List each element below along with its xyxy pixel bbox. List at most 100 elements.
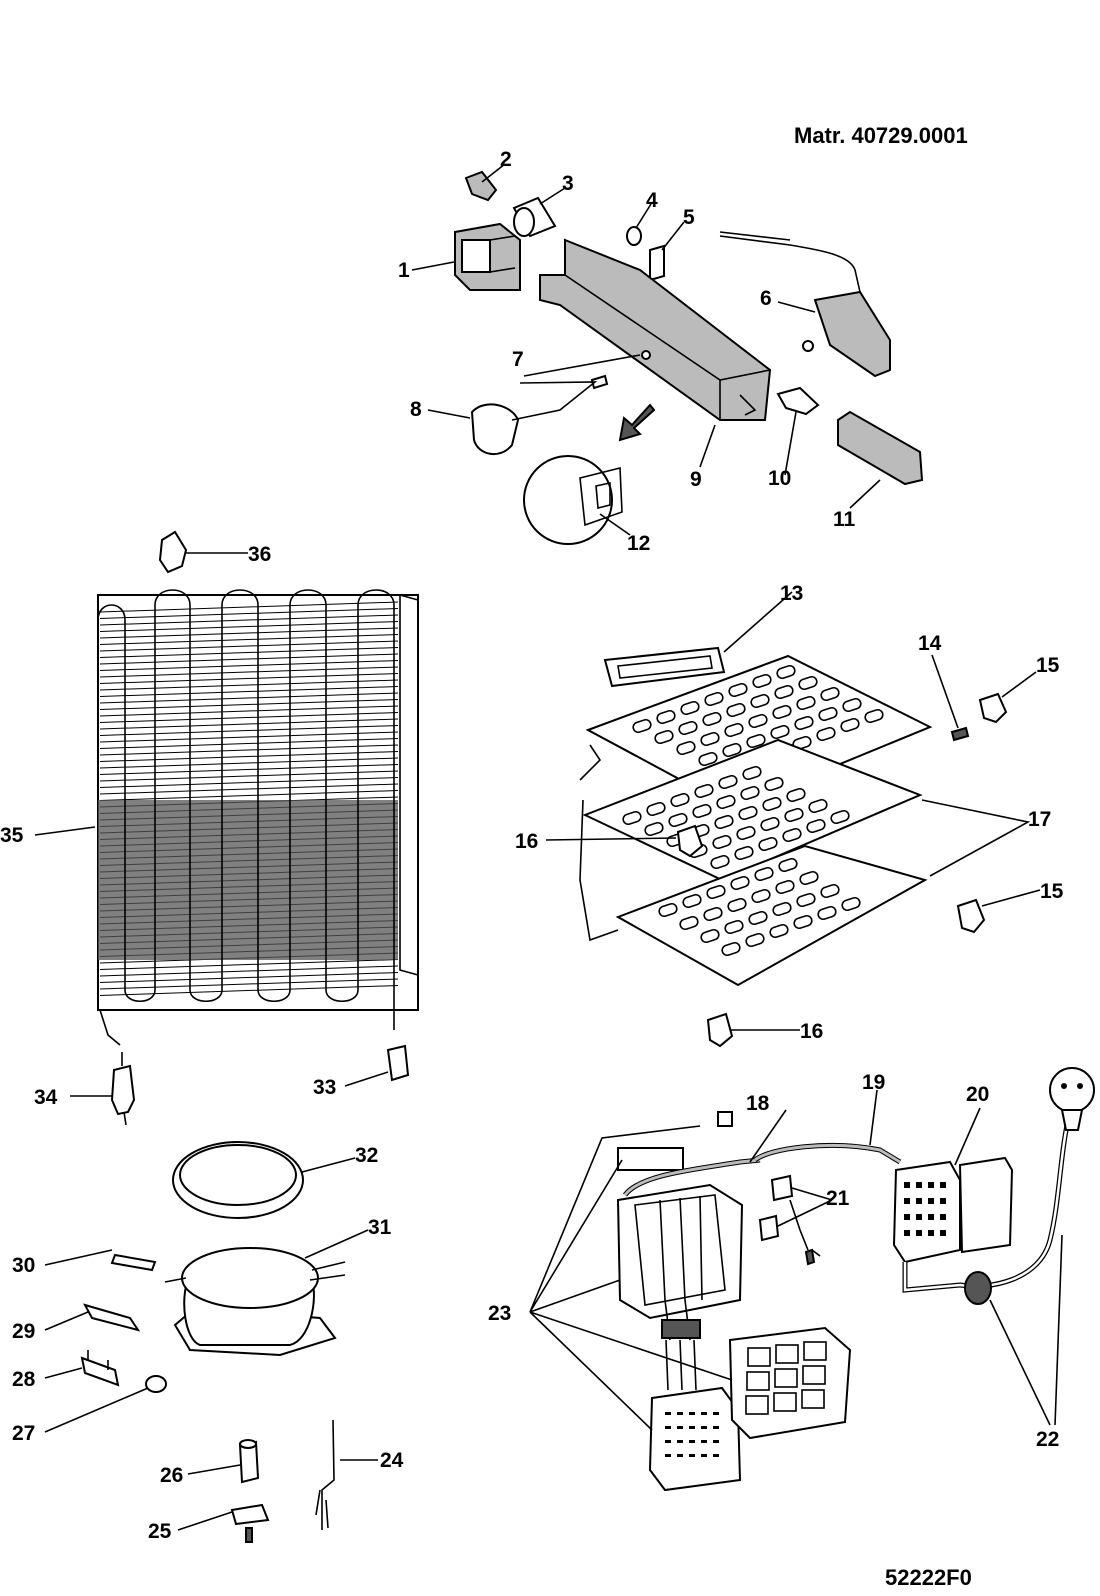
part-34-dryer-filter	[110, 1052, 136, 1126]
shelf-hole	[710, 854, 730, 870]
label-31: 31	[368, 1216, 392, 1239]
shelf-hole	[774, 684, 794, 700]
material-number: Matr. 40729.0001	[794, 123, 968, 148]
label-27: 27	[12, 1422, 35, 1445]
shelf-hole	[746, 733, 766, 749]
label-16-left: 16	[515, 830, 538, 853]
pcb-contact	[701, 1454, 707, 1457]
shelf-hole	[703, 906, 723, 922]
shelf-hole	[730, 875, 750, 891]
shelf-hole	[796, 695, 816, 711]
shelf-hole	[786, 787, 806, 803]
condenser-wire	[99, 705, 399, 717]
part-23-thermostat-assembly	[616, 1111, 744, 1492]
part-32-ring-support	[172, 1141, 304, 1219]
condenser-wire	[99, 972, 399, 983]
shelf-hole	[748, 910, 768, 926]
relay-contact	[928, 1198, 934, 1204]
condenser-wire	[99, 608, 399, 619]
part-25-mount-plate	[230, 1503, 270, 1543]
relay-contact	[940, 1182, 946, 1188]
label-24: 24	[380, 1449, 404, 1472]
shelf-hole	[721, 941, 741, 957]
part-16-support-clip-top	[676, 824, 704, 858]
label-29: 29	[12, 1320, 35, 1343]
shelf-hole	[700, 731, 720, 747]
part-14-screw	[950, 726, 970, 742]
pcb-contact	[689, 1440, 695, 1443]
shelf-hole	[704, 691, 724, 707]
part-20-relay-box	[892, 1156, 1014, 1264]
shelf-hole	[772, 704, 792, 720]
label-18: 18	[746, 1092, 770, 1115]
part-29-clip	[82, 1303, 141, 1332]
shelf-hole	[820, 883, 840, 899]
shelf-hole	[670, 792, 690, 808]
part-22-power-cord	[902, 1067, 1095, 1305]
shelf-hole	[728, 682, 748, 698]
shelf-hole	[698, 751, 718, 767]
label-5: 5	[683, 206, 695, 229]
part-8-thermostat-knob	[470, 403, 520, 455]
relay-contacts	[904, 1182, 946, 1236]
shelf-hole	[727, 897, 747, 913]
condenser-wire	[99, 777, 399, 788]
label-10: 10	[768, 467, 791, 490]
grid-cell	[803, 1341, 827, 1361]
shelf-hole	[748, 713, 768, 729]
shelf-hole	[632, 718, 652, 734]
grid-cell	[775, 1344, 799, 1364]
shelf-hole	[722, 742, 742, 758]
shelf-hole	[724, 722, 744, 738]
label-3: 3	[562, 172, 574, 195]
shelf-hole	[668, 812, 688, 828]
label-32: 32	[355, 1144, 378, 1167]
drawing-code: 52222F0	[885, 1565, 972, 1590]
shelf-hole	[734, 845, 754, 861]
condenser-wire	[99, 686, 399, 697]
condenser-wire	[99, 634, 399, 645]
shelf-hole	[775, 879, 795, 895]
part-1-lamp-holder	[454, 222, 521, 291]
pcb-contact	[665, 1412, 671, 1415]
pcb-contact	[701, 1440, 707, 1443]
relay-contact	[904, 1214, 910, 1220]
part-33-sleeve	[386, 1044, 410, 1082]
shelf-hole	[770, 724, 790, 740]
pcb-contact	[713, 1426, 719, 1429]
shelf-hole	[808, 798, 828, 814]
label-17: 17	[1028, 808, 1051, 831]
label-15-bottom: 15	[1040, 880, 1064, 903]
part-27-grommet	[145, 1375, 167, 1393]
label-35: 35	[0, 824, 24, 847]
shelf-hole	[700, 928, 720, 944]
label-23: 23	[488, 1302, 511, 1325]
grid-cell	[745, 1395, 769, 1415]
shelf-hole	[758, 836, 778, 852]
shelf-hole	[724, 919, 744, 935]
shelf-hole	[738, 805, 758, 821]
part-16-support-clip-bottom	[706, 1012, 734, 1048]
pcb-contact	[713, 1454, 719, 1457]
pcb-contact	[677, 1454, 683, 1457]
grid-cells	[745, 1341, 827, 1415]
condenser-wire	[99, 718, 399, 730]
condenser-wire	[99, 699, 399, 710]
shelf-hole	[656, 709, 676, 725]
pcb-contact	[713, 1412, 719, 1415]
part-11-bracket-cover	[837, 410, 924, 486]
shelf-hole	[644, 821, 664, 837]
shelf-hole	[830, 809, 850, 825]
grid-cell	[747, 1347, 771, 1367]
relay-contact	[916, 1182, 922, 1188]
shelf-hole	[841, 896, 861, 912]
condenser-wire	[99, 627, 399, 639]
label-12: 12	[627, 532, 650, 555]
condenser-wire	[99, 712, 399, 723]
relay-contact	[916, 1214, 922, 1220]
shelf-hole	[769, 923, 789, 939]
shelf-hole	[817, 905, 837, 921]
relay-contact	[904, 1230, 910, 1236]
shelf-hole	[864, 708, 884, 724]
